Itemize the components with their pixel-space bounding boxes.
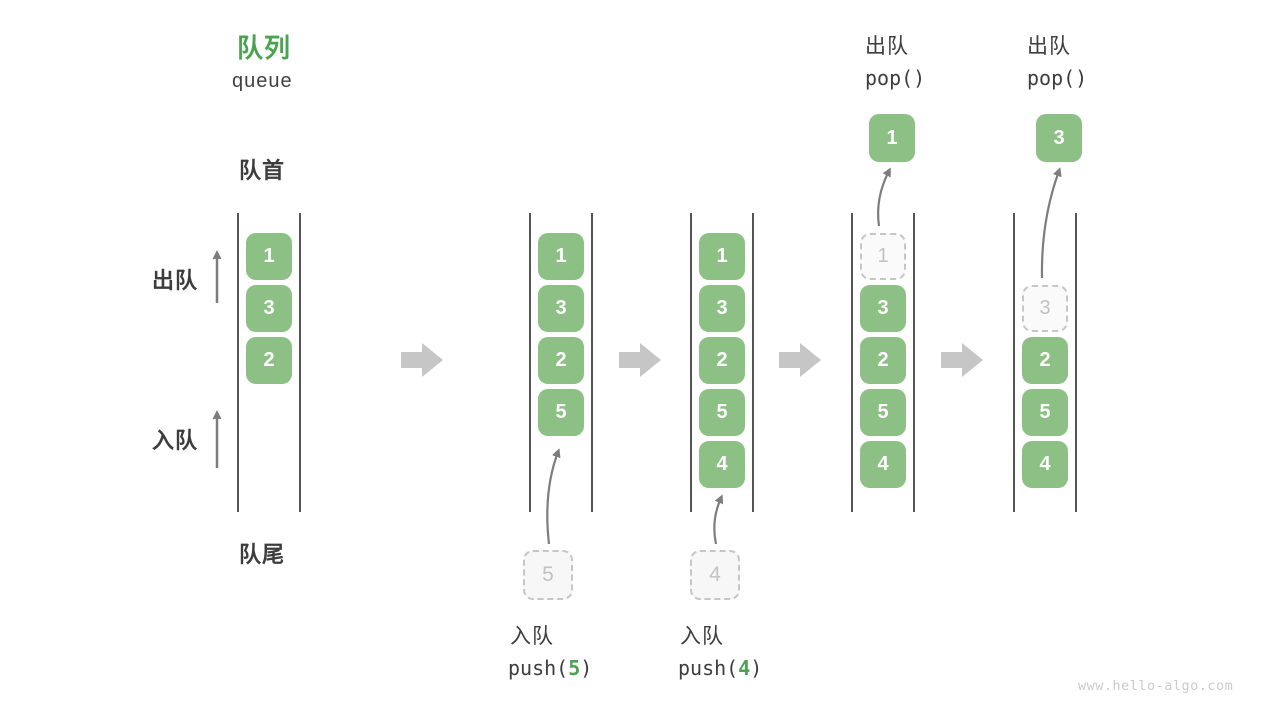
queue-walls-state4: [851, 213, 915, 512]
popped-cell: 3: [1036, 114, 1082, 162]
queue-cell: 2: [860, 337, 906, 384]
queue-walls-state2: [529, 213, 593, 512]
queue-cell: 2: [699, 337, 745, 384]
push-code-arg: 5: [568, 656, 581, 680]
push-code-arg: 4: [738, 656, 751, 680]
queue-walls-state5: [1013, 213, 1077, 512]
push-op-code: push(4): [678, 656, 762, 680]
queue-cell: 1: [699, 233, 745, 280]
next-state-arrow-icon: [401, 343, 443, 377]
diagram-title-en: queue: [232, 70, 293, 92]
queue-cell: 4: [860, 441, 906, 488]
pop-op-code: pop(): [1027, 66, 1088, 90]
popped-cell: 1: [869, 114, 915, 162]
push-op-code: push(5): [508, 656, 592, 680]
next-state-arrow-icon: [941, 343, 983, 377]
queue-cell: 3: [538, 285, 584, 332]
queue-cell: 5: [860, 389, 906, 436]
staged-cell: 5: [523, 550, 573, 600]
next-state-arrow-icon: [779, 343, 821, 377]
queue-walls-state1: [237, 213, 301, 512]
queue-cell: 5: [699, 389, 745, 436]
queue-cell: 2: [246, 337, 292, 384]
pop-op-code: pop(): [865, 66, 926, 90]
queue-cell: 3: [699, 285, 745, 332]
queue-rear-label: 队尾: [239, 542, 286, 567]
queue-cell: 4: [699, 441, 745, 488]
ghost-cell: 1: [860, 233, 906, 280]
queue-cell: 2: [1022, 337, 1068, 384]
queue-cell: 2: [538, 337, 584, 384]
queue-cell: 4: [1022, 441, 1068, 488]
queue-walls-state3: [690, 213, 754, 512]
queue-cell: 3: [860, 285, 906, 332]
queue-cell: 3: [246, 285, 292, 332]
diagram-title-zh: 队列: [237, 33, 292, 63]
push-code-prefix: push(: [678, 656, 739, 680]
push-op-label-zh: 入队: [680, 625, 724, 648]
push-code-suffix: ): [750, 656, 763, 680]
staged-cell: 4: [690, 550, 740, 600]
push-code-suffix: ): [580, 656, 593, 680]
push-code-prefix: push(: [508, 656, 569, 680]
ghost-cell: 3: [1022, 285, 1068, 332]
enqueue-side-label: 入队: [152, 428, 199, 453]
push-op-label-zh: 入队: [510, 625, 554, 648]
queue-cell: 5: [538, 389, 584, 436]
queue-cell: 1: [246, 233, 292, 280]
queue-front-label: 队首: [239, 158, 286, 183]
pop-op-label-zh: 出队: [1027, 35, 1071, 58]
dequeue-side-label: 出队: [152, 268, 199, 293]
pop-op-label-zh: 出队: [865, 35, 909, 58]
queue-cell: 5: [1022, 389, 1068, 436]
queue-cell: 1: [538, 233, 584, 280]
watermark: www.hello-algo.com: [1078, 678, 1234, 694]
next-state-arrow-icon: [619, 343, 661, 377]
